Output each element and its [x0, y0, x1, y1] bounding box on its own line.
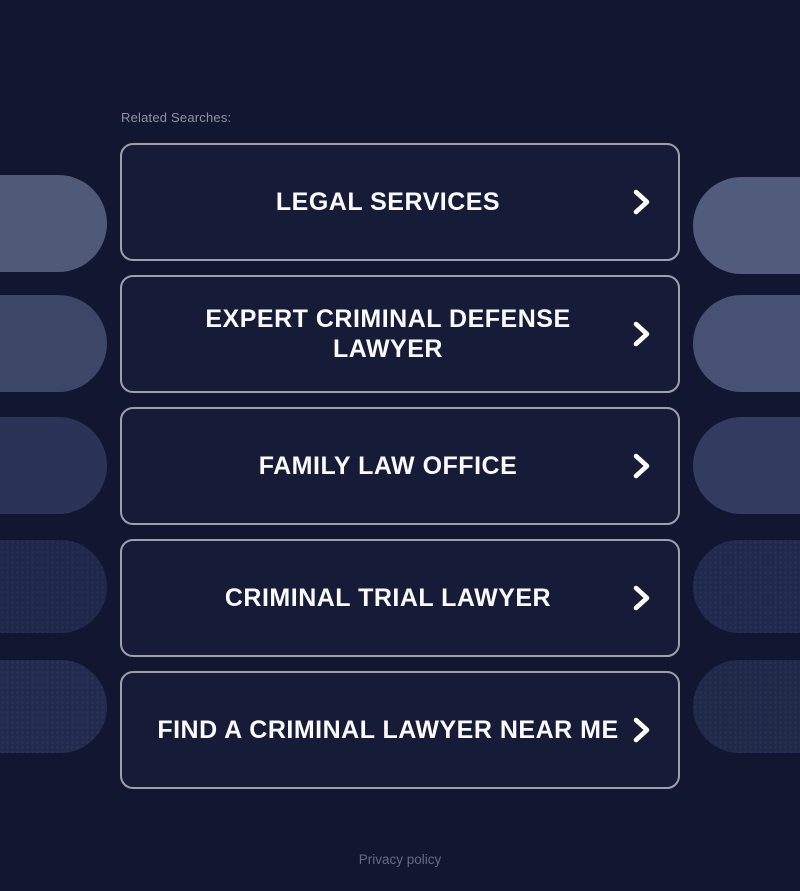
decorative-pill	[0, 175, 107, 272]
chevron-right-icon	[630, 187, 652, 217]
related-search-button-family-law-office[interactable]: FAMILY LAW OFFICE	[120, 407, 680, 525]
related-search-button-criminal-trial-lawyer[interactable]: CRIMINAL TRIAL LAWYER	[120, 539, 680, 657]
footer: Privacy policy	[0, 851, 800, 869]
button-label: CRIMINAL TRIAL LAWYER	[224, 584, 552, 612]
decorative-pill	[0, 540, 107, 633]
chevron-right-icon	[630, 319, 652, 349]
decorative-pill	[693, 417, 800, 514]
decorative-pill	[0, 417, 107, 514]
decorative-pill	[693, 540, 800, 633]
decorative-pill	[693, 660, 800, 753]
related-searches-panel: Related Searches: LEGAL SERVICES EXPERT …	[120, 110, 680, 803]
button-label: FAMILY LAW OFFICE	[258, 452, 518, 480]
button-label: LEGAL SERVICES	[275, 188, 501, 216]
chevron-right-icon	[630, 451, 652, 481]
decorative-pill	[693, 177, 800, 274]
decorative-pill	[693, 295, 800, 392]
related-search-button-find-a-criminal-lawyer-near-me[interactable]: FIND A CRIMINAL LAWYER NEAR ME	[120, 671, 680, 789]
related-searches-label: Related Searches:	[121, 110, 232, 125]
privacy-policy-link[interactable]: Privacy policy	[358, 852, 442, 867]
decorative-pill	[0, 660, 107, 753]
related-search-button-legal-services[interactable]: LEGAL SERVICES	[120, 143, 680, 261]
chevron-right-icon	[630, 583, 652, 613]
button-label: EXPERT CRIMINAL DEFENSE LAWYER	[205, 305, 571, 363]
button-label: FIND A CRIMINAL LAWYER NEAR ME	[157, 716, 619, 744]
chevron-right-icon	[630, 715, 652, 745]
related-search-button-expert-criminal-defense-lawyer[interactable]: EXPERT CRIMINAL DEFENSE LAWYER	[120, 275, 680, 393]
decorative-pill	[0, 295, 107, 392]
